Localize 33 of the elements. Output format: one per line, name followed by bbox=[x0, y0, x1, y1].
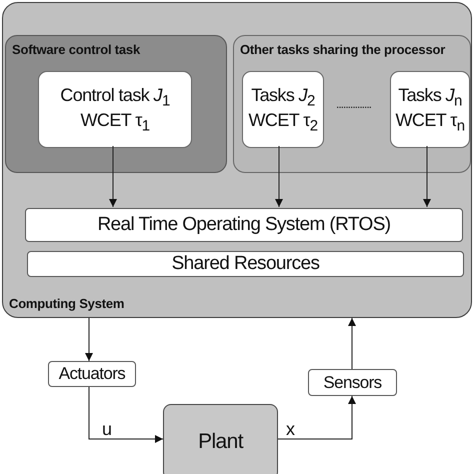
process-box bbox=[308, 369, 397, 396]
arrow bbox=[109, 146, 117, 208]
group-panel bbox=[5, 35, 227, 173]
task-box bbox=[38, 71, 192, 148]
node-text: Tasks J$_{n}$ bbox=[398, 84, 462, 110]
node-text: Tasks J$_{2}$ bbox=[251, 84, 315, 110]
plant-box bbox=[163, 404, 278, 474]
node-text: WCET τ$_{2}$ bbox=[248, 110, 318, 134]
arrow bbox=[88, 386, 164, 443]
arrow bbox=[423, 146, 431, 208]
node-text: Plant bbox=[198, 430, 243, 454]
group-title: Software control task bbox=[12, 42, 140, 57]
arrow bbox=[278, 396, 356, 440]
node-text: WCET τ$_{1}$ bbox=[80, 110, 150, 134]
task-box bbox=[242, 71, 324, 148]
group-title: Other tasks sharing the processor bbox=[240, 42, 446, 57]
arrow bbox=[85, 318, 93, 362]
layer-bar bbox=[25, 208, 463, 242]
process-box bbox=[48, 361, 136, 387]
group-title: Computing System bbox=[9, 296, 124, 311]
node-text: Actuators bbox=[58, 364, 126, 384]
group-panel bbox=[233, 35, 471, 173]
arrow bbox=[348, 318, 356, 370]
layer-bar bbox=[27, 251, 464, 277]
arrow bbox=[275, 146, 283, 208]
node-text: Shared Resources bbox=[172, 253, 320, 275]
node-text: Real Time Operating System (RTOS) bbox=[97, 214, 391, 236]
ellipsis-dots: ............... bbox=[336, 97, 372, 111]
node-text: Sensors bbox=[323, 372, 382, 392]
task-box bbox=[390, 71, 470, 148]
node-text: Control task J$_{1}$ bbox=[60, 84, 170, 110]
node-text: WCET τ$_{n}$ bbox=[396, 110, 464, 134]
system-panel bbox=[2, 2, 472, 318]
